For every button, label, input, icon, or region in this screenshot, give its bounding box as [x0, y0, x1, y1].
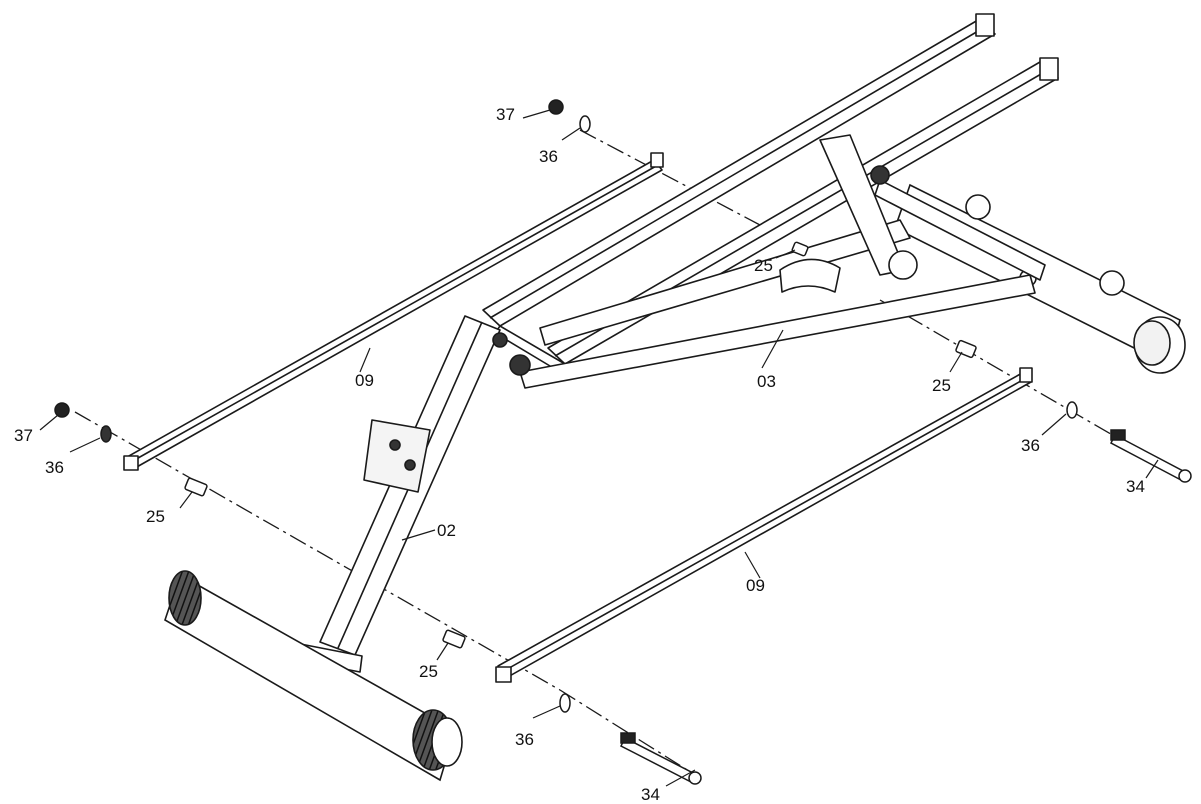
part-label-36-right: 36 [1021, 436, 1040, 455]
part-label-02: 02 [437, 521, 456, 540]
part-label-34-right: 34 [1126, 477, 1145, 496]
part-label-34-lower: 34 [641, 785, 660, 804]
leader-lines [39, 109, 1159, 787]
part-label-37-left: 37 [14, 426, 33, 445]
part-label-09-upper: 09 [355, 371, 374, 390]
part-label-25-center: 25 [754, 256, 773, 275]
front-post-02 [277, 315, 531, 673]
frame-03 [519, 134, 1046, 389]
part-label-03: 03 [757, 372, 776, 391]
crossbar-09-lower [495, 367, 1033, 683]
main-frame-rails [482, 13, 1059, 373]
bolt-34-lower [619, 732, 702, 785]
part-label-36-lower: 36 [515, 730, 534, 749]
nut-37-group [54, 99, 564, 418]
bolt-34-right [1110, 429, 1192, 483]
washer-36-group [100, 115, 1078, 713]
part-label-25-right: 25 [932, 376, 951, 395]
part-label-25-left: 25 [146, 507, 165, 526]
front-foot-tube [164, 570, 463, 782]
bushing-25-group [184, 241, 977, 649]
part-label-37-top: 37 [496, 105, 515, 124]
part-label-36-left: 36 [45, 458, 64, 477]
crossbar-09-upper [123, 152, 664, 471]
part-label-36-top: 36 [539, 147, 558, 166]
part-label-09-lower: 09 [746, 576, 765, 595]
part-label-25-lower: 25 [419, 662, 438, 681]
assembly-axis-lines [74, 129, 1191, 779]
